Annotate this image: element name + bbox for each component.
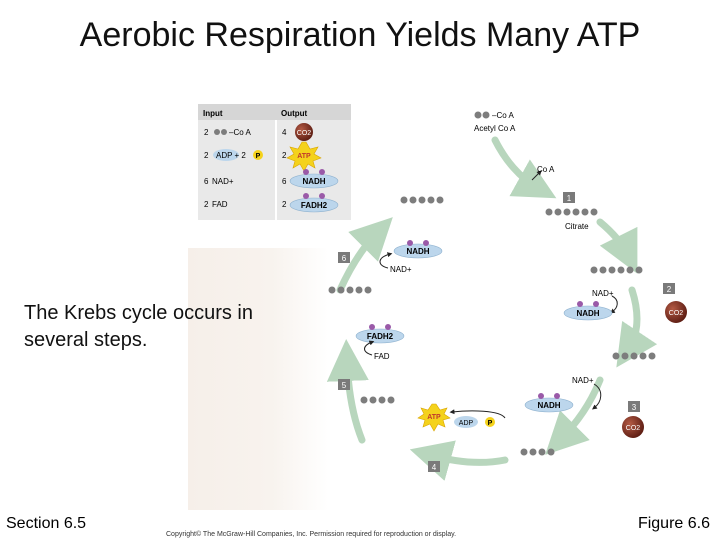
- step-1-label: 1: [567, 194, 572, 203]
- acetyl-coa-label: Acetyl Co A: [474, 124, 516, 133]
- step3-co2-label: CO2: [626, 425, 641, 432]
- step6-nadh-label: NADH: [406, 247, 429, 256]
- row3-output-label: NADH: [302, 177, 325, 186]
- input-header: Input: [203, 109, 223, 118]
- step4-atp: ATP ADP P: [417, 403, 506, 432]
- row3-input-label: NAD+: [212, 177, 234, 186]
- row4-input-label: FAD: [212, 200, 228, 209]
- step5-fad-label: FAD: [374, 352, 390, 361]
- step-box-2: [663, 283, 675, 294]
- background-image: [188, 248, 328, 510]
- output-header: Output: [281, 109, 308, 118]
- step2-co2: [665, 301, 687, 323]
- step-box-6: [338, 252, 350, 263]
- step5-fadh2: FADH2 FAD: [355, 324, 405, 361]
- row2-input-label: ADP + 2: [216, 151, 246, 160]
- row3-input-count: 6: [204, 177, 209, 186]
- step5-fadh2-label: FADH2: [367, 332, 394, 341]
- row1-input-label: –Co A: [229, 128, 251, 137]
- step2-nadh-label: NADH: [576, 309, 599, 318]
- step3-co2: [622, 416, 644, 438]
- step-box-1: [563, 192, 575, 203]
- row2-output-count: 2: [282, 151, 287, 160]
- step6-nad-label: NAD+: [390, 265, 412, 274]
- step6-nadh: NADH NAD+: [379, 240, 443, 274]
- step3-nadh-label: NADH: [537, 401, 560, 410]
- input-output-table: Input Output 2 –Co A 4 CO2 2 ADP + 2 P 2…: [198, 104, 351, 220]
- step2-co2-label: CO2: [669, 310, 684, 317]
- step2-nad-label: NAD+: [592, 289, 614, 298]
- acetyl-coa-top-label: –Co A: [492, 111, 514, 120]
- row2-output-label: ATP: [297, 153, 311, 160]
- page-title: Aerobic Respiration Yields Many ATP: [79, 16, 641, 54]
- step3-nad-label: NAD+: [572, 376, 594, 385]
- step-5-label: 5: [342, 381, 347, 390]
- step4-p-label: P: [488, 420, 493, 427]
- coa-label: Co A: [537, 165, 555, 174]
- step3-nadh-co2: NAD+ NADH CO2: [524, 376, 644, 438]
- row4-input-count: 2: [204, 200, 209, 209]
- step-4-label: 4: [432, 463, 437, 472]
- copyright-notice: Copyright© The McGraw-Hill Companies, In…: [166, 531, 457, 538]
- acetyl-coa: –Co A Acetyl Co A: [474, 111, 516, 133]
- row2-input-extra: P: [256, 153, 261, 160]
- section-label: Section 6.5: [6, 515, 87, 532]
- row4-output-count: 2: [282, 200, 287, 209]
- step-2-label: 2: [667, 285, 672, 294]
- step-3-label: 3: [632, 403, 637, 412]
- step-6-label: 6: [342, 254, 347, 263]
- step2-nadh-co2: NAD+ NADH CO2: [563, 289, 687, 323]
- cycle-arrows: [326, 136, 658, 481]
- row1-output-count: 4: [282, 128, 287, 137]
- citrate-label: Citrate: [565, 222, 589, 231]
- row4-output-label: FADH2: [301, 201, 328, 210]
- row3-output-count: 6: [282, 177, 287, 186]
- row1-input-count: 2: [204, 128, 209, 137]
- carbon-chains: [328, 196, 656, 456]
- step4-atp-label: ATP: [427, 414, 441, 421]
- coa-release: Co A Citrate: [531, 165, 589, 231]
- caption-text: The Krebs cycle occurs in several steps.: [24, 302, 253, 351]
- step-box-5: [338, 379, 350, 390]
- step4-adp-label: ADP: [459, 420, 474, 427]
- step-boxes: 1 2 3 4 5 6: [338, 192, 675, 472]
- row2-input-count: 2: [204, 151, 209, 160]
- figure-label: Figure 6.6: [637, 515, 710, 532]
- row1-output-label: CO2: [297, 130, 312, 137]
- step-box-3: [628, 401, 640, 412]
- step-box-4: [428, 461, 440, 472]
